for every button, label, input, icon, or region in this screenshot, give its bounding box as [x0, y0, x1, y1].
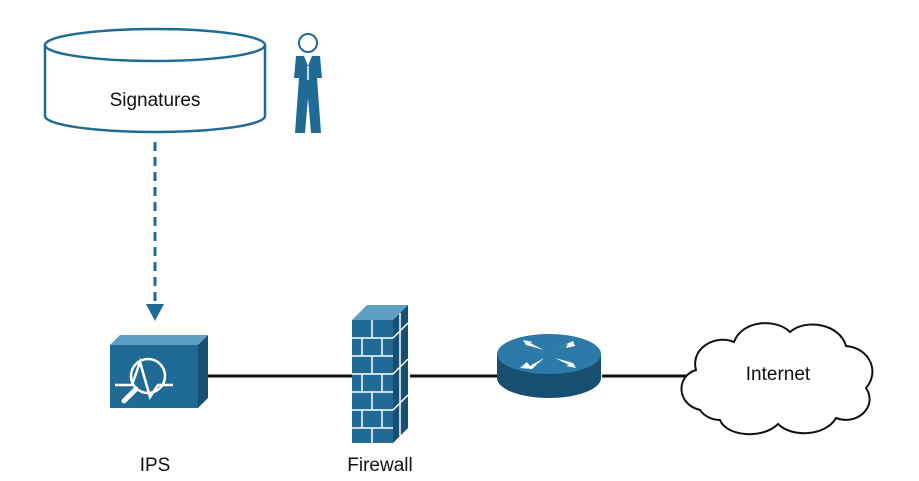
ips-sensor-icon	[110, 335, 208, 408]
signatures-label: Signatures	[109, 90, 201, 111]
ips-label: IPS	[139, 455, 171, 476]
person-icon	[294, 33, 322, 133]
internet-cloud-icon	[680, 322, 874, 436]
firewall-icon	[352, 305, 409, 443]
router-icon	[497, 334, 601, 398]
internet-label: Internet	[745, 364, 811, 385]
firewall-label: Firewall	[347, 455, 413, 476]
signature-update-arrow	[146, 142, 164, 321]
signatures-database-icon	[43, 27, 267, 134]
